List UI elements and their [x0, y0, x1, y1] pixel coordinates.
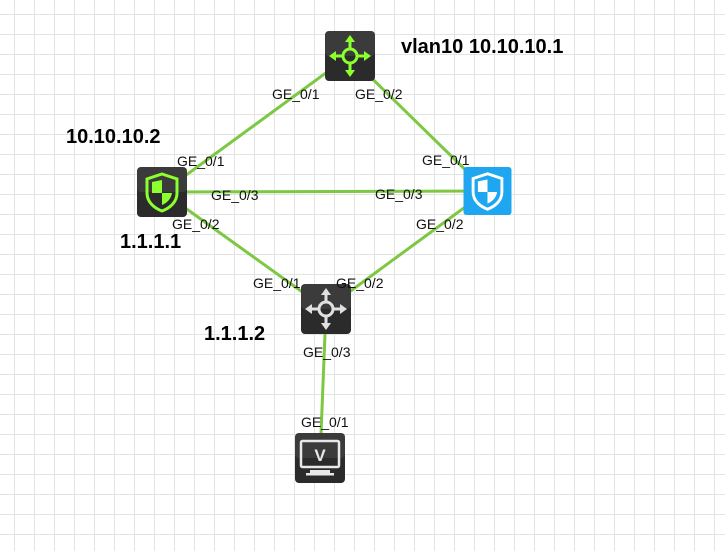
switch-icon: [301, 284, 351, 334]
left-firewall-ip-label: 10.10.10.2: [66, 126, 161, 148]
port-label-fwr-ge03: GE_0/3: [375, 186, 423, 202]
port-label-fwl-ge02: GE_0/2: [172, 216, 220, 232]
port-label-router-ge01: GE_0/1: [272, 86, 320, 102]
port-label-fwl-ge03: GE_0/3: [211, 187, 259, 203]
port-label-fwr-ge02: GE_0/2: [416, 216, 464, 232]
router-top[interactable]: [325, 31, 375, 81]
firewall-icon: [137, 167, 187, 217]
router-icon: [325, 31, 375, 81]
link-firewall-left-switch: [162, 190, 327, 311]
left-firewall-lower-ip-label: 1.1.1.1: [120, 231, 182, 253]
host-icon: V: [295, 433, 345, 483]
host-glyph: V: [314, 446, 326, 465]
port-label-host-ge01: GE_0/1: [301, 414, 349, 430]
vlan10-label: vlan10 10.10.10.1: [401, 36, 564, 58]
switch-ip-label: 1.1.1.2: [204, 323, 266, 345]
firewall-right[interactable]: [463, 167, 512, 215]
port-label-sw-ge03: GE_0/3: [303, 344, 351, 360]
link-router-firewall-left: [162, 54, 350, 194]
port-label-fwl-ge01: GE_0/1: [177, 153, 225, 169]
firewall-icon: [463, 167, 512, 215]
port-label-sw-ge01: GE_0/1: [253, 275, 301, 291]
port-label-router-ge02: GE_0/2: [355, 86, 403, 102]
host[interactable]: V: [295, 433, 345, 483]
link-firewall-right-switch: [325, 189, 488, 311]
firewall-left[interactable]: [137, 167, 187, 217]
port-label-sw-ge02: GE_0/2: [336, 275, 384, 291]
link-firewall-left-firewall-right: [162, 189, 488, 194]
switch-bottom[interactable]: [301, 284, 351, 334]
port-label-fwr-ge01: GE_0/1: [422, 152, 470, 168]
